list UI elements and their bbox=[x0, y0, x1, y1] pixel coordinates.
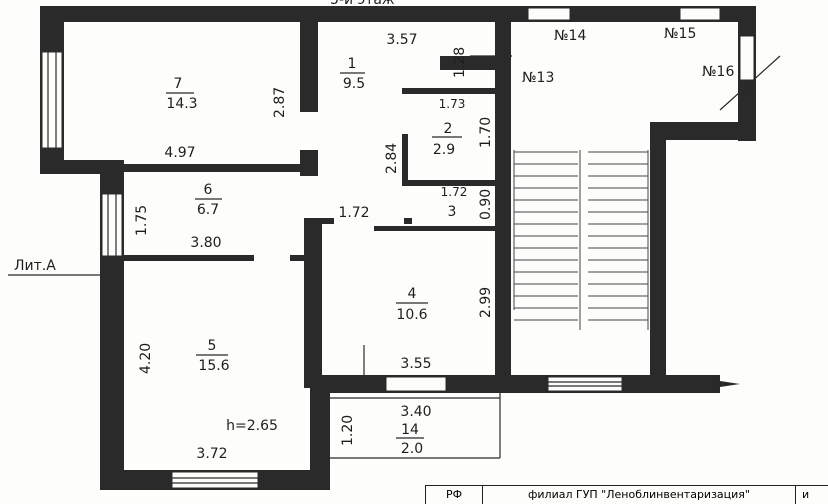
apartment-number: №13 bbox=[522, 70, 554, 86]
dimension-label: 1.20 bbox=[340, 415, 356, 446]
room-area: 9.5 bbox=[343, 76, 365, 92]
room-6: 6 6.7 bbox=[195, 182, 222, 218]
room-area: 2.0 bbox=[401, 441, 423, 457]
dimension-label: 1.75 bbox=[134, 205, 150, 236]
apartment-number: №14 bbox=[554, 28, 586, 44]
dimension-label: 3.72 bbox=[196, 446, 227, 462]
room-3: 3 bbox=[448, 204, 457, 220]
dimension-label: 1.72 bbox=[338, 205, 369, 221]
entrance-arrow-icon bbox=[700, 378, 740, 390]
interior-walls bbox=[64, 22, 501, 459]
room-14: 14 2.0 bbox=[396, 422, 424, 457]
room-number: 1 bbox=[348, 56, 357, 72]
building-letter: Лит.А bbox=[8, 258, 100, 276]
stamp-cell-extra: и bbox=[795, 486, 828, 504]
room-7: 7 14.3 bbox=[166, 76, 198, 112]
room-number: 6 bbox=[204, 182, 213, 198]
dimensions: 3.57 1.28 2.87 4.97 1.73 1.70 2.84 1.75 … bbox=[134, 32, 494, 462]
windows bbox=[41, 7, 755, 489]
apartment-labels: №14 №15 №13 №16 bbox=[522, 26, 734, 86]
room-area: 2.9 bbox=[433, 142, 455, 158]
room-number: 3 bbox=[448, 204, 457, 220]
dimension-label: 2.84 bbox=[384, 143, 400, 174]
apartment-number: №16 bbox=[702, 64, 734, 80]
dimension-label: 3.57 bbox=[386, 32, 417, 48]
room-area: 10.6 bbox=[396, 307, 427, 323]
dimension-label: 4.97 bbox=[164, 145, 195, 161]
dimension-label: 3.40 bbox=[400, 404, 431, 420]
dimension-label: 1.72 bbox=[441, 185, 468, 199]
lit-label: Лит.А bbox=[14, 258, 56, 274]
room-4: 4 10.6 bbox=[396, 286, 428, 323]
dimension-label: 2.99 bbox=[478, 287, 494, 318]
room-1: 1 9.5 bbox=[340, 56, 365, 92]
ceiling-height-label: h=2.65 bbox=[226, 418, 278, 434]
room-number: 14 bbox=[401, 422, 419, 438]
room-number: 5 bbox=[208, 338, 217, 354]
room-number: 2 bbox=[444, 121, 453, 137]
staircase bbox=[513, 150, 649, 330]
stamp-cell-organization: филиал ГУП "Леноблинвентаризация" bbox=[482, 486, 795, 504]
dimension-label: 1.28 bbox=[452, 47, 468, 78]
room-number: 7 bbox=[174, 76, 183, 92]
room-area: 15.6 bbox=[198, 358, 229, 374]
apartment-number: №15 bbox=[664, 26, 696, 42]
dimension-label: 0.90 bbox=[478, 189, 494, 220]
room-area: 6.7 bbox=[197, 202, 219, 218]
stamp-cell-country: РФ bbox=[425, 486, 482, 504]
floor-title: 5-й этаж bbox=[330, 0, 395, 8]
dimension-label: 1.70 bbox=[478, 117, 494, 148]
title-block-stamp: РФ филиал ГУП "Леноблинвентаризация" и bbox=[425, 485, 828, 504]
room-5: 5 15.6 bbox=[196, 338, 230, 374]
room-number: 4 bbox=[408, 286, 417, 302]
dimension-label: 3.55 bbox=[400, 356, 431, 372]
outer-walls bbox=[40, 6, 756, 490]
dimension-label: 3.80 bbox=[190, 235, 221, 251]
dimension-label: 4.20 bbox=[138, 343, 154, 374]
room-area: 14.3 bbox=[166, 96, 197, 112]
dimension-label: 2.87 bbox=[272, 87, 288, 118]
dimension-label: 1.73 bbox=[439, 97, 466, 111]
room-2: 2 2.9 bbox=[432, 121, 462, 158]
